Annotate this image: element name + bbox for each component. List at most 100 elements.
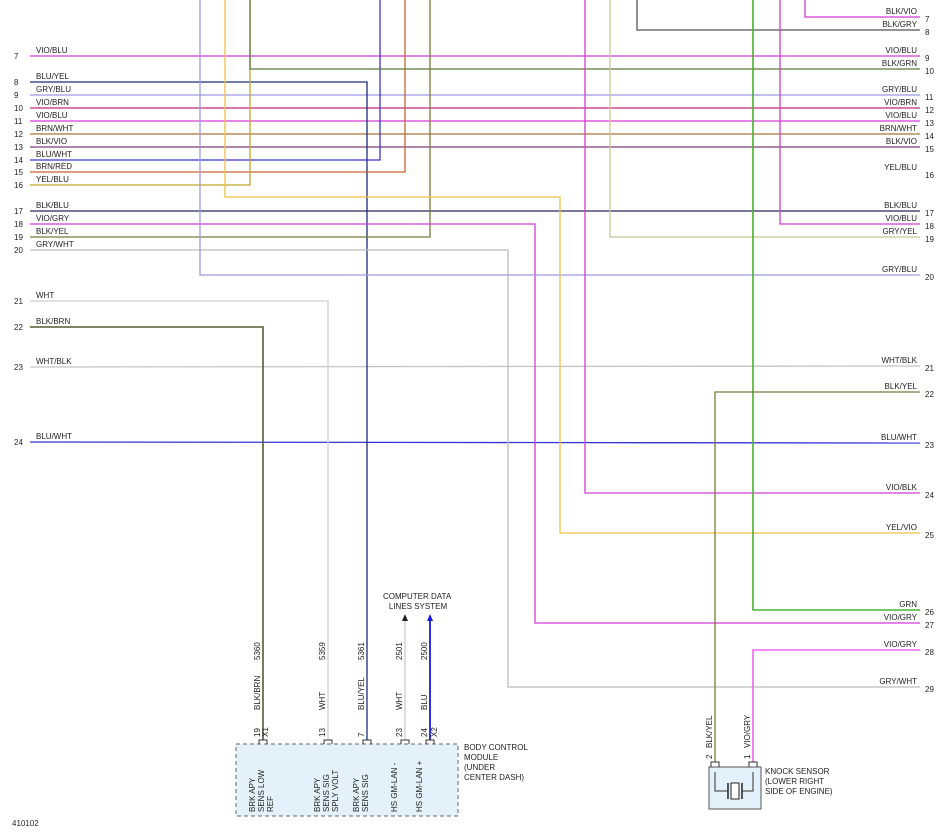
left-wire-label: VIO/BRN bbox=[36, 98, 69, 107]
data-line-arrow-icon bbox=[402, 614, 408, 621]
left-pin-number: 16 bbox=[14, 181, 23, 190]
right-pin-number: 21 bbox=[925, 364, 934, 373]
right-wire-label: VIO/GRY bbox=[884, 640, 918, 649]
knock-pin-color-label: BLK/YEL bbox=[705, 715, 714, 748]
right-wire-label: BLK/GRY bbox=[882, 20, 917, 29]
computer-data-lines-reference: COMPUTER DATA LINES SYSTEM bbox=[383, 592, 453, 621]
wire-blu-wht bbox=[29, 441, 921, 444]
right-wire-label: GRY/BLU bbox=[882, 85, 917, 94]
right-pin-number: 7 bbox=[925, 15, 930, 24]
knock-sensor-title: KNOCK SENSOR (LOWER RIGHT SIDE OF ENGINE… bbox=[765, 767, 833, 796]
right-wire-label: VIO/BLU bbox=[885, 111, 917, 120]
bcm-pin-circuit-number: 5361 bbox=[357, 642, 366, 660]
bcm-pin-function-label: SENS SIG bbox=[361, 774, 370, 812]
right-wire-label: GRY/BLU bbox=[882, 265, 917, 274]
left-wire-label: BRN/RED bbox=[36, 162, 72, 171]
bcm-pin-terminal-icon bbox=[425, 739, 435, 744]
bcm-pin-function-label: BRK APY bbox=[313, 777, 322, 812]
bcm-title: BODY CONTROL MODULE (UNDER CENTER DASH) bbox=[464, 743, 530, 782]
left-pin-number: 19 bbox=[14, 233, 23, 242]
left-pin-number: 23 bbox=[14, 363, 23, 372]
wire-yel-vio bbox=[224, 0, 920, 534]
knock-sensor-title-line: (LOWER RIGHT bbox=[765, 777, 824, 786]
bcm-pin-function-label: BRK APY bbox=[248, 777, 257, 812]
left-wire-label: BLU/WHT bbox=[36, 432, 72, 441]
right-wire-label: YEL/BLU bbox=[884, 163, 917, 172]
wire-blk-yel-knock bbox=[714, 391, 920, 762]
right-pin-number: 14 bbox=[925, 132, 934, 141]
bcm-pin-function-label: REF bbox=[266, 796, 275, 812]
right-wire-label: WHT/BLK bbox=[881, 356, 917, 365]
bcm-pin-circuit-number: 5360 bbox=[253, 642, 262, 660]
left-wire-label: GRY/BLU bbox=[36, 85, 71, 94]
bcm-pin-circuit-number: 2500 bbox=[420, 642, 429, 660]
right-wire-label: GRN bbox=[899, 600, 917, 609]
data-lines-label-line: LINES SYSTEM bbox=[389, 602, 448, 611]
bcm-pin-number: 19 bbox=[253, 728, 262, 737]
bcm-pin-terminal-icon bbox=[258, 739, 268, 744]
bcm-pin-color-label: WHT bbox=[318, 692, 327, 710]
wire-blk-gry bbox=[636, 0, 920, 31]
left-wire-label: WHT bbox=[36, 291, 54, 300]
bcm-title-line: MODULE bbox=[464, 753, 498, 762]
left-pin-number: 13 bbox=[14, 143, 23, 152]
right-wire-label: GRY/WHT bbox=[879, 677, 917, 686]
wire-blk-brn bbox=[30, 326, 264, 740]
wire-blk-grn bbox=[249, 0, 920, 70]
right-pin-number: 12 bbox=[925, 106, 934, 115]
knock-sensor: 2 BLK/YEL 1 VIO/GRY KNOCK SENSOR (LOWER … bbox=[705, 714, 833, 810]
left-pin-number: 7 bbox=[14, 52, 19, 61]
wire-vio-gry-knock bbox=[752, 649, 920, 762]
left-wire-label: BLK/VIO bbox=[36, 137, 67, 146]
left-wire-label: WHT/BLK bbox=[36, 357, 72, 366]
left-pin-number: 12 bbox=[14, 130, 23, 139]
wire-gry-yel bbox=[609, 0, 920, 238]
knock-pin-number: 2 bbox=[705, 754, 714, 759]
bcm-pin-function-label: SPLY VOLT bbox=[331, 770, 340, 812]
data-lines-label: COMPUTER DATA LINES SYSTEM bbox=[383, 592, 453, 611]
bcm-title-line: BODY CONTROL bbox=[464, 743, 528, 752]
right-pin-number: 8 bbox=[925, 28, 930, 37]
bcm-pin-function-label: HS GM-LAN + bbox=[415, 760, 424, 812]
right-wire-label: BLU/WHT bbox=[881, 433, 917, 442]
diagram-id: 410102 bbox=[12, 819, 39, 828]
left-wire-label: BLU/WHT bbox=[36, 150, 72, 159]
bcm-pin-number: 23 bbox=[395, 728, 404, 737]
right-pin-number: 23 bbox=[925, 441, 934, 450]
left-wire-labels: 7VIO/BLU8BLU/YEL9GRY/BLU10VIO/BRN11VIO/B… bbox=[14, 46, 74, 447]
bcm-pin-function-label: SENS SIG bbox=[322, 774, 331, 812]
data-line-arrow-icon bbox=[427, 614, 433, 621]
left-pin-number: 17 bbox=[14, 207, 23, 216]
left-pin-number: 11 bbox=[14, 117, 23, 126]
knock-pin-2-terminal-icon bbox=[710, 761, 720, 767]
left-wire-label: BLU/YEL bbox=[36, 72, 69, 81]
right-pin-number: 10 bbox=[925, 67, 934, 76]
knock-pin-number: 1 bbox=[743, 754, 752, 759]
right-pin-number: 18 bbox=[925, 222, 934, 231]
left-wire-label: BLK/BRN bbox=[36, 317, 70, 326]
right-pin-number: 13 bbox=[925, 119, 934, 128]
right-pin-number: 15 bbox=[925, 145, 934, 154]
right-pin-number: 11 bbox=[925, 93, 934, 102]
knock-pin-color-label: VIO/GRY bbox=[743, 714, 752, 748]
knock-sensor-title-line: SIDE OF ENGINE) bbox=[765, 787, 833, 796]
left-pin-number: 10 bbox=[14, 104, 23, 113]
left-wire-label: VIO/BLU bbox=[36, 46, 68, 55]
wire-wht-blk bbox=[29, 365, 921, 368]
wire-vio-blu bbox=[779, 0, 920, 225]
knock-sensor-title-line: KNOCK SENSOR bbox=[765, 767, 830, 776]
left-wire-label: BLK/BLU bbox=[36, 201, 69, 210]
bcm-pin-number: 7 bbox=[357, 732, 366, 737]
bcm-pin-circuit-number: 2501 bbox=[395, 642, 404, 660]
right-wire-label: YEL/VIO bbox=[886, 523, 917, 532]
right-pin-number: 22 bbox=[925, 390, 934, 399]
left-pin-number: 8 bbox=[14, 78, 19, 87]
right-pin-number: 19 bbox=[925, 235, 934, 244]
bcm-connector-x2: X2 bbox=[430, 727, 439, 737]
left-wire-label: GRY/WHT bbox=[36, 240, 74, 249]
right-pin-number: 17 bbox=[925, 209, 934, 218]
bcm-pin-function-label: HS GM-LAN - bbox=[390, 762, 399, 812]
left-pin-number: 18 bbox=[14, 220, 23, 229]
wire-blk-yel bbox=[30, 0, 431, 238]
